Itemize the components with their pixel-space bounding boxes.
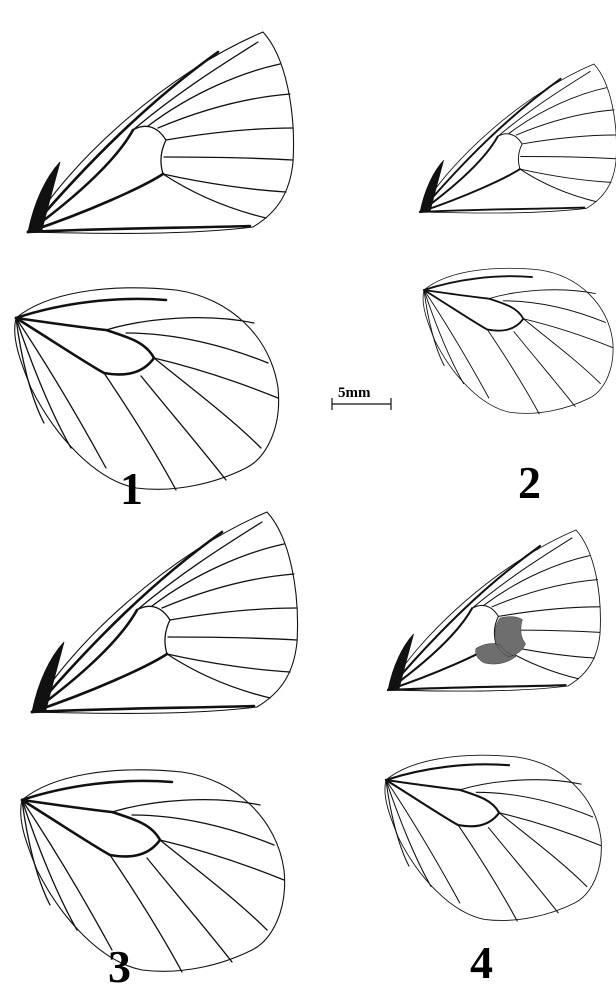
figure-label-3: 3 bbox=[108, 944, 131, 990]
figure-1-hindwing bbox=[15, 288, 279, 490]
figure-label-4: 4 bbox=[470, 940, 493, 986]
figure-1-forewing bbox=[28, 32, 294, 233]
figure-3-hindwing bbox=[21, 770, 285, 972]
figure-4-forewing bbox=[388, 530, 600, 691]
figure-label-2: 2 bbox=[518, 460, 541, 506]
figure-2-hindwing bbox=[423, 268, 613, 414]
figure-2-forewing bbox=[420, 64, 616, 213]
scale-bar-label: 5mm bbox=[338, 386, 371, 401]
figure-4-hindwing bbox=[385, 755, 601, 921]
figure-label-1: 1 bbox=[120, 466, 143, 512]
figure-3-forewing bbox=[32, 512, 298, 713]
